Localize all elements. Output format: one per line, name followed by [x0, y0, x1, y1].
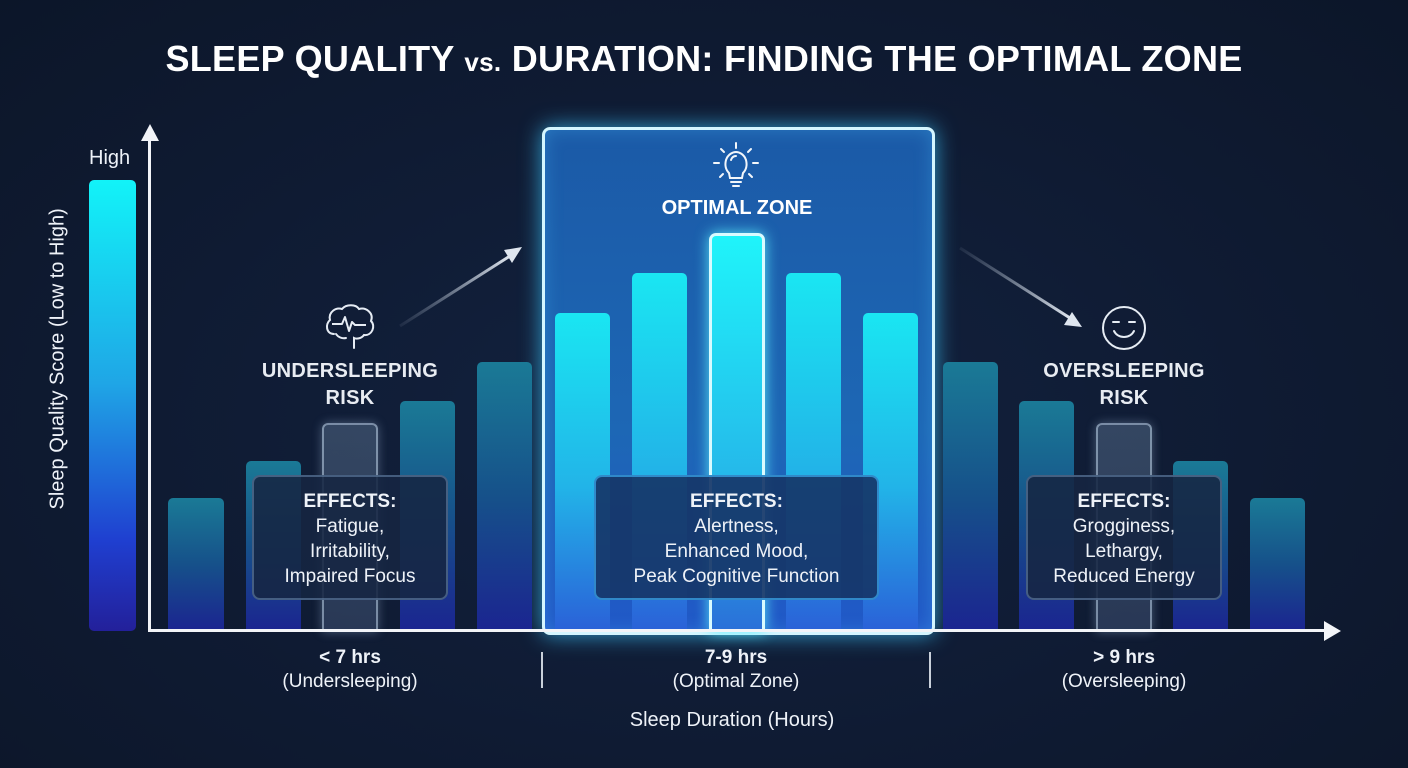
- x-axis-label: Sleep Duration (Hours): [629, 709, 835, 731]
- y-axis-high-label: High: [89, 147, 131, 169]
- undersleeping-title-line2: RISK: [325, 387, 375, 409]
- lightbulb-icon: [713, 142, 759, 187]
- category-under-sub: (Undersleeping): [282, 671, 418, 692]
- y-axis-arrow-icon: [141, 124, 159, 141]
- category-over-sub: (Oversleeping): [1061, 671, 1187, 692]
- x-axis-arrow-icon: [1324, 621, 1341, 641]
- effect-item: Enhanced Mood,: [664, 541, 809, 562]
- oversleeping-effects-box: EFFECTS: Grogginess, Lethargy, Reduced E…: [1026, 475, 1222, 600]
- effect-item: Alertness,: [694, 516, 779, 537]
- undersleeping-effects-box: EFFECTS: Fatigue, Irritability, Impaired…: [252, 475, 448, 600]
- y-axis-line: [148, 138, 151, 632]
- effect-item: Fatigue,: [315, 516, 385, 537]
- effect-item: Grogginess,: [1072, 516, 1176, 537]
- category-under-range: < 7 hrs: [319, 647, 381, 668]
- undersleeping-risk-title: UNDERSLEEPING RISK: [238, 358, 462, 412]
- effects-heading: EFFECTS:: [303, 491, 397, 512]
- category-over: > 9 hrs (Oversleeping): [1024, 646, 1224, 694]
- oversleeping-title-line2: RISK: [1099, 387, 1149, 409]
- oversleeping-title-line1: OVERSLEEPING: [1043, 360, 1205, 382]
- effect-item: Peak Cognitive Function: [633, 566, 840, 587]
- category-over-range: > 9 hrs: [1093, 647, 1155, 668]
- effect-item: Impaired Focus: [284, 566, 416, 587]
- optimal-zone-title: OPTIMAL ZONE: [661, 197, 813, 219]
- bar-over-5: [1250, 498, 1305, 630]
- category-optimal: 7-9 hrs (Optimal Zone): [636, 646, 836, 694]
- bar-under-5: [477, 362, 532, 630]
- title-part2: DURATION: FINDING THE OPTIMAL ZONE: [501, 38, 1243, 79]
- effects-heading: EFFECTS:: [690, 491, 783, 512]
- y-axis-label: Sleep Quality Score (Low to High): [46, 208, 69, 510]
- bar-under-1: [168, 498, 224, 630]
- trend-down-arrow-icon: [959, 246, 1082, 327]
- effect-item: Irritability,: [310, 541, 390, 562]
- x-axis-line: [148, 629, 1328, 632]
- sleepy-face-icon: [1102, 306, 1146, 350]
- oversleeping-risk-title: OVERSLEEPING RISK: [1012, 358, 1236, 412]
- optimal-effects-box: EFFECTS: Alertness, Enhanced Mood, Peak …: [594, 475, 879, 600]
- category-divider-right: [929, 652, 931, 688]
- bar-over-1: [943, 362, 998, 630]
- undersleeping-title-line1: UNDERSLEEPING: [261, 360, 439, 382]
- trend-up-arrow-icon: [399, 247, 522, 328]
- category-divider-left: [541, 652, 543, 688]
- quality-scale-bar: [89, 180, 136, 631]
- title-vs: vs.: [464, 47, 502, 77]
- chart-title: SLEEP QUALITY vs. DURATION: FINDING THE …: [0, 38, 1408, 80]
- effects-heading: EFFECTS:: [1077, 491, 1171, 512]
- title-part1: SLEEP QUALITY: [165, 38, 465, 79]
- effect-item: Reduced Energy: [1053, 566, 1195, 587]
- effect-item: Lethargy,: [1085, 541, 1163, 562]
- category-optimal-range: 7-9 hrs: [704, 647, 768, 668]
- category-under: < 7 hrs (Undersleeping): [250, 646, 450, 694]
- category-optimal-sub: (Optimal Zone): [672, 671, 800, 692]
- brain-icon: [325, 304, 375, 349]
